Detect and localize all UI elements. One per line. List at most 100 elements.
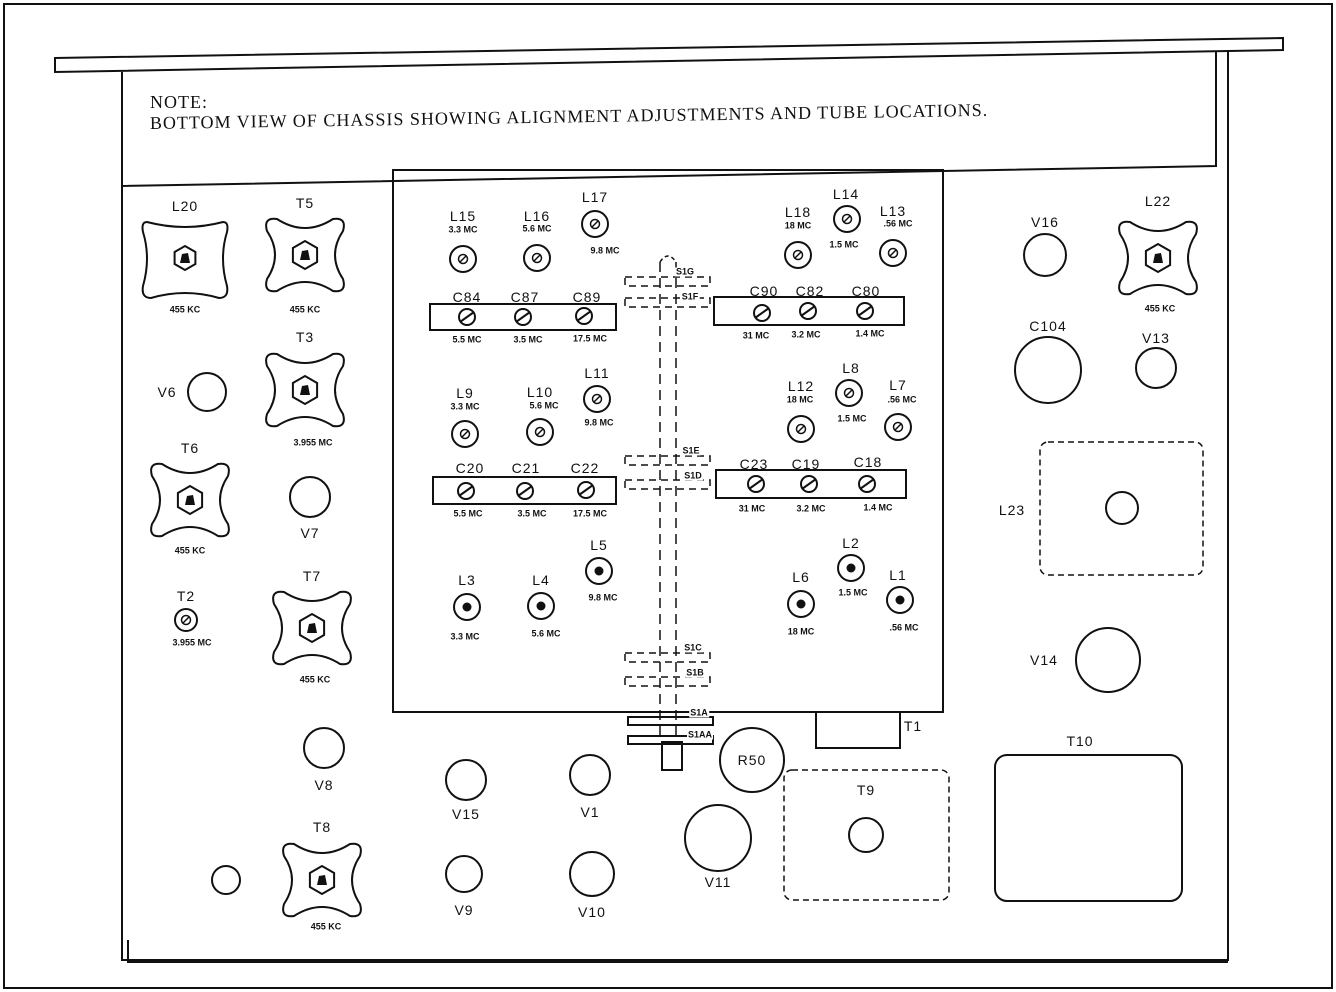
v11-part: [684, 804, 752, 872]
l9-frequency: 3.3 MC: [450, 401, 480, 412]
l20-label: L20: [171, 198, 199, 214]
l12-label: L12: [787, 378, 815, 394]
t5-part: [265, 217, 345, 293]
switch-section-s1a: S1A: [689, 707, 709, 718]
trimmer-strip-c84-c89: [429, 303, 617, 331]
l23-shield: [1039, 441, 1204, 576]
l7-part: [884, 413, 912, 441]
l4-label: L4: [532, 572, 550, 588]
c22-frequency: 17.5 MC: [572, 508, 608, 519]
t7-label: T7: [302, 568, 322, 584]
l23-label: L23: [998, 502, 1026, 518]
l11-label: L11: [584, 365, 610, 381]
v13-label: V13: [1142, 330, 1170, 346]
t7-part: [272, 590, 352, 666]
c82-frequency: 3.2 MC: [791, 329, 821, 340]
trimmer-strip-c23-c18: [715, 469, 907, 499]
l11-frequency: 9.8 MC: [584, 417, 614, 428]
t10-body: [994, 754, 1183, 902]
c89-frequency: 17.5 MC: [572, 333, 608, 344]
t3-label: T3: [295, 329, 315, 345]
v1-label: V1: [580, 804, 600, 820]
l17-label: L17: [581, 189, 609, 205]
l2-label: L2: [842, 535, 860, 551]
t1-body: [815, 712, 901, 749]
c19-label: C19: [791, 456, 821, 472]
l14-label: L14: [832, 186, 860, 202]
t9-shield: [783, 769, 950, 901]
c90-part: [753, 304, 771, 322]
c82-label: C82: [795, 283, 825, 299]
c23-frequency: 31 MC: [738, 503, 766, 514]
l15-frequency: 3.3 MC: [448, 224, 478, 235]
t8-frequency: 455 KC: [310, 921, 342, 932]
v14-part: [1075, 627, 1141, 693]
switch-section-s1d: S1D: [683, 470, 703, 481]
c87-part: [514, 308, 532, 326]
v7-label: V7: [300, 525, 320, 541]
c80-label: C80: [851, 283, 881, 299]
l15-part: [449, 245, 477, 273]
c18-part: [858, 475, 876, 493]
c20-frequency: 5.5 MC: [453, 508, 483, 519]
c82-part: [799, 302, 817, 320]
l14-frequency: 1.5 MC: [829, 239, 859, 250]
c104-part: [1014, 336, 1082, 404]
l6-label: L6: [792, 569, 810, 585]
t7-frequency: 455 KC: [299, 674, 331, 685]
l6-part: [787, 590, 815, 618]
t3-frequency: 3.955 MC: [293, 437, 333, 448]
c84-label: C84: [452, 289, 482, 305]
c23-label: C23: [739, 456, 769, 472]
t3-part: [265, 352, 345, 428]
l1-part: [886, 586, 914, 614]
t8-part: [282, 842, 362, 918]
c84-part: [458, 308, 476, 326]
l3-label: L3: [458, 572, 476, 588]
l6-frequency: 18 MC: [787, 626, 815, 637]
l10-part: [526, 418, 554, 446]
l13-frequency: .56 MC: [883, 218, 913, 229]
l1-frequency: .56 MC: [889, 622, 919, 633]
t2-part: [174, 608, 198, 632]
c18-label: C18: [853, 454, 883, 470]
t10-label: T10: [1066, 733, 1094, 749]
c90-frequency: 31 MC: [742, 330, 770, 341]
c20-label: C20: [455, 460, 485, 476]
v15-part: [445, 759, 487, 801]
spare-socket: [211, 865, 241, 895]
l8-part: [835, 379, 863, 407]
t2-label: T2: [176, 588, 196, 604]
trimmer-strip-c20-c22: [432, 476, 617, 505]
l22-frequency: 455 KC: [1144, 303, 1176, 314]
t9-part: [848, 817, 884, 853]
v6-label: V6: [157, 384, 177, 400]
l11-part: [583, 385, 611, 413]
c90-label: C90: [749, 283, 779, 299]
l22-label: L22: [1144, 193, 1172, 209]
switch-section-s1f: S1F: [680, 291, 700, 302]
c23-part: [747, 475, 765, 493]
v11-label: V11: [704, 874, 732, 890]
v6-part: [187, 372, 227, 412]
v1-part: [569, 754, 611, 796]
v16-part: [1023, 233, 1067, 277]
l17-frequency: 9.8 MC: [590, 245, 620, 256]
c89-label: C89: [572, 289, 602, 305]
v10-part: [569, 851, 615, 897]
v15-label: V15: [452, 806, 480, 822]
l18-frequency: 18 MC: [784, 220, 812, 231]
t5-frequency: 455 KC: [289, 304, 321, 315]
t2-frequency: 3.955 MC: [172, 637, 212, 648]
c19-frequency: 3.2 MC: [796, 503, 826, 514]
t8-label: T8: [312, 819, 332, 835]
r50-part: [719, 727, 785, 793]
c87-label: C87: [510, 289, 540, 305]
r50-label: R50: [737, 752, 767, 768]
trimmer-strip-c90-c80: [713, 296, 905, 326]
v14-label: V14: [1030, 652, 1058, 668]
v16-label: V16: [1031, 214, 1059, 230]
outer-frame: [3, 3, 1333, 989]
l7-frequency: .56 MC: [887, 394, 917, 405]
chassis-lip: [127, 940, 1228, 963]
